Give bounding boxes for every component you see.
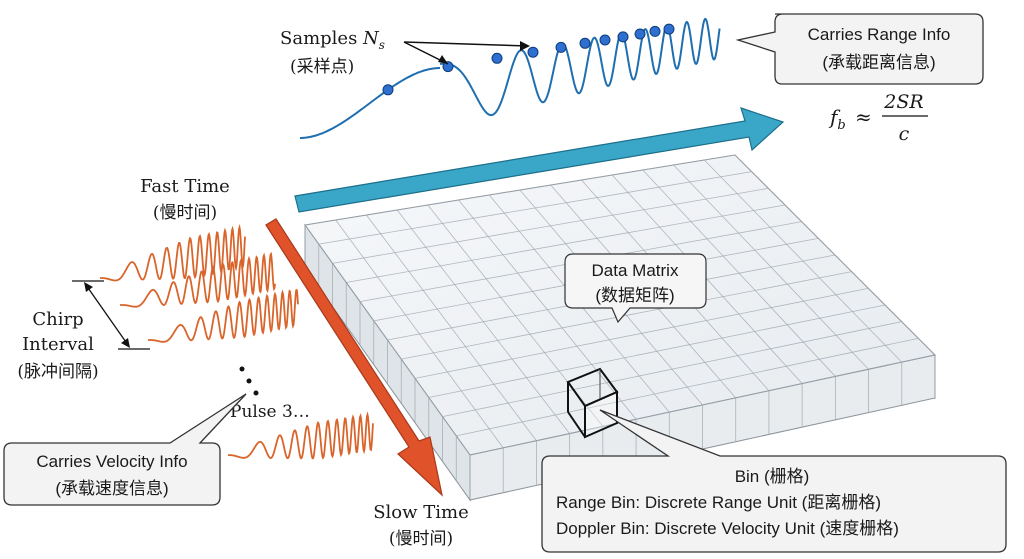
- pulse3-label: Pulse 3…: [230, 402, 310, 422]
- grid-line: [414, 287, 869, 379]
- sample-point: [663, 23, 675, 35]
- svg-text:Interval: Interval: [22, 334, 94, 355]
- svg-text:fb: fb: [828, 105, 846, 133]
- svg-text:c: c: [899, 123, 910, 145]
- svg-text:Bin (栅格): Bin (栅格): [735, 467, 810, 486]
- pulse-wave: [228, 411, 374, 460]
- grid-line: [332, 187, 769, 264]
- sample-point: [527, 46, 539, 58]
- svg-text:(慢时间): (慢时间): [153, 202, 217, 223]
- grid-line: [304, 154, 736, 226]
- grid-line: [346, 204, 786, 283]
- svg-text:Samples Ns: Samples Ns: [280, 28, 385, 52]
- matrix-grid-lines: [304, 154, 936, 499]
- svg-text:(采样点): (采样点): [290, 57, 354, 77]
- velocity-info-callout: Carries Velocity Info (承载速度信息): [3, 393, 247, 506]
- grid-line: [401, 271, 852, 360]
- grid-line: [428, 304, 886, 398]
- svg-text:Range Bin: Discrete Range Uni: Range Bin: Discrete Range Unit (距离栅格): [556, 493, 881, 512]
- sample-point: [579, 37, 591, 49]
- pulse-wave: [119, 251, 276, 308]
- sample-point: [617, 31, 629, 43]
- svg-text:(数据矩阵): (数据矩阵): [595, 286, 674, 305]
- pulse-waveforms: [99, 223, 374, 460]
- highlighted-bin: [566, 367, 619, 439]
- svg-text:(慢时间): (慢时间): [389, 528, 453, 549]
- svg-text:(承载距离信息): (承载距离信息): [822, 53, 935, 72]
- sample-point: [491, 52, 503, 64]
- slow-time-label: Slow Time (慢时间): [373, 502, 469, 549]
- svg-text:Chirp: Chirp: [32, 309, 83, 330]
- beat-frequency-formula: fb ≈ 2SR c: [828, 91, 928, 145]
- fast-time-arrow: [294, 107, 785, 213]
- bin-callout: Bin (栅格) Range Bin: Discrete Range Unit …: [541, 409, 1007, 553]
- range-info-callout: Carries Range Info (承载距离信息): [735, 13, 984, 85]
- grid-line: [469, 354, 936, 456]
- pulse-wave: [99, 223, 246, 282]
- samples-label: Samples Ns (采样点): [280, 28, 530, 77]
- fast-time-label: Fast Time (慢时间): [140, 176, 230, 223]
- sample-point: [442, 61, 454, 73]
- sample-point: [555, 41, 567, 53]
- range-chirp-waveform: [300, 17, 721, 139]
- svg-text:Fast Time: Fast Time: [140, 176, 230, 197]
- grid-line: [442, 321, 902, 418]
- sample-point: [649, 25, 661, 37]
- sample-point: [599, 34, 611, 46]
- svg-text:≈: ≈: [855, 105, 872, 129]
- svg-text:Carries Range Info: Carries Range Info: [808, 25, 951, 44]
- data-matrix-grid: [304, 154, 937, 502]
- pulse-wave: [147, 289, 299, 343]
- svg-text:Data Matrix: Data Matrix: [592, 261, 679, 280]
- sample-point: [382, 84, 394, 96]
- grid-line: [456, 337, 919, 437]
- svg-text:(脉冲间隔): (脉冲间隔): [17, 362, 98, 382]
- grid-line: [318, 171, 752, 245]
- svg-text:Slow Time: Slow Time: [373, 502, 469, 523]
- svg-text:Doppler Bin: Discrete Velocity: Doppler Bin: Discrete Velocity Unit (速度栅…: [556, 519, 899, 538]
- svg-text:Carries Velocity Info: Carries Velocity Info: [36, 452, 187, 471]
- svg-text:2SR: 2SR: [883, 91, 923, 113]
- svg-text:(承载速度信息): (承载速度信息): [55, 479, 168, 498]
- ellipsis-dots: [239, 366, 259, 396]
- slow-time-arrow: [265, 218, 443, 497]
- chirp-interval-marker: Chirp Interval (脉冲间隔): [17, 280, 150, 382]
- sample-point: [634, 28, 646, 40]
- data-matrix-callout: Data Matrix (数据矩阵): [564, 253, 707, 324]
